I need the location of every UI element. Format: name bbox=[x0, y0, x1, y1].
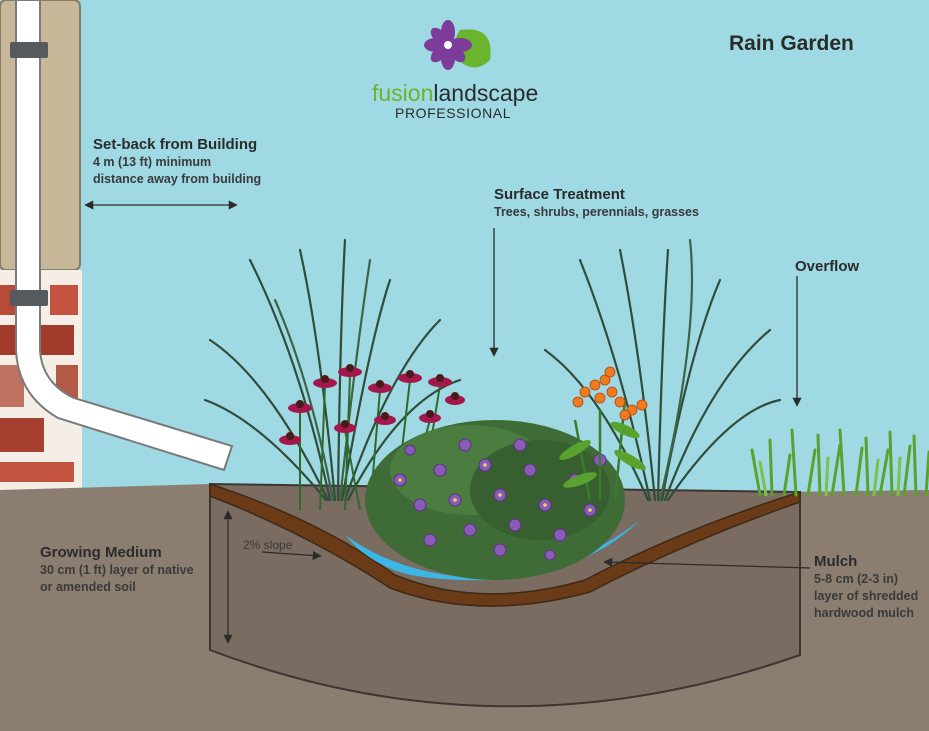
growing-medium-line-1: 30 cm (1 ft) layer of native bbox=[40, 563, 194, 577]
ornamental-grass-right bbox=[543, 238, 782, 502]
logo-tagline: PROFESSIONAL bbox=[395, 105, 512, 121]
overflow-heading: Overflow bbox=[795, 258, 860, 275]
logo-word-fusion: fusion bbox=[372, 80, 434, 106]
mulch-layer bbox=[209, 482, 801, 607]
growing-medium-line-2: or amended soil bbox=[40, 580, 136, 594]
logo-word-landscape: landscape bbox=[433, 80, 539, 106]
mulch-line-2: layer of shredded bbox=[814, 589, 919, 603]
slope-arrow bbox=[261, 550, 322, 561]
annotation-lines bbox=[84, 200, 811, 644]
butterfly-weed bbox=[559, 366, 648, 501]
growing-medium-label: Growing Medium 30 cm (1 ft) layer of nat… bbox=[40, 544, 194, 596]
setback-line-1: 4 m (13 ft) minimum bbox=[93, 155, 212, 169]
flower-leaf-logo-icon bbox=[424, 20, 491, 70]
downspout bbox=[10, 0, 234, 472]
surface-treatment-line-1: Trees, shrubs, perennials, grasses bbox=[494, 205, 699, 219]
setback-line-2: distance away from building bbox=[93, 172, 262, 186]
mulch-heading: Mulch bbox=[814, 553, 858, 570]
growing-medium-heading: Growing Medium bbox=[40, 544, 162, 561]
mulch-line-3: hardwood mulch bbox=[814, 606, 914, 620]
setback-label: Set-back from Building 4 m (13 ft) minim… bbox=[93, 136, 261, 188]
setback-heading: Set-back from Building bbox=[93, 136, 258, 153]
diagram-title: Rain Garden bbox=[729, 32, 854, 55]
lawn-grass bbox=[750, 428, 929, 497]
downspout-bracket bbox=[10, 42, 48, 58]
mulch-label: Mulch 5-8 cm (2-3 in) layer of shredded … bbox=[814, 553, 918, 622]
overflow-label: Overflow bbox=[795, 258, 859, 276]
mulch-line-1: 5-8 cm (2-3 in) bbox=[814, 572, 899, 586]
surface-treatment-heading: Surface Treatment bbox=[494, 186, 625, 203]
downspout-bracket bbox=[10, 290, 48, 306]
brand-logo-text: fusionlandscape bbox=[372, 80, 538, 106]
mulch-leader-line bbox=[603, 557, 811, 569]
surface-treatment-label: Surface Treatment Trees, shrubs, perenni… bbox=[494, 186, 699, 221]
slope-label: 2% slope bbox=[243, 538, 293, 552]
